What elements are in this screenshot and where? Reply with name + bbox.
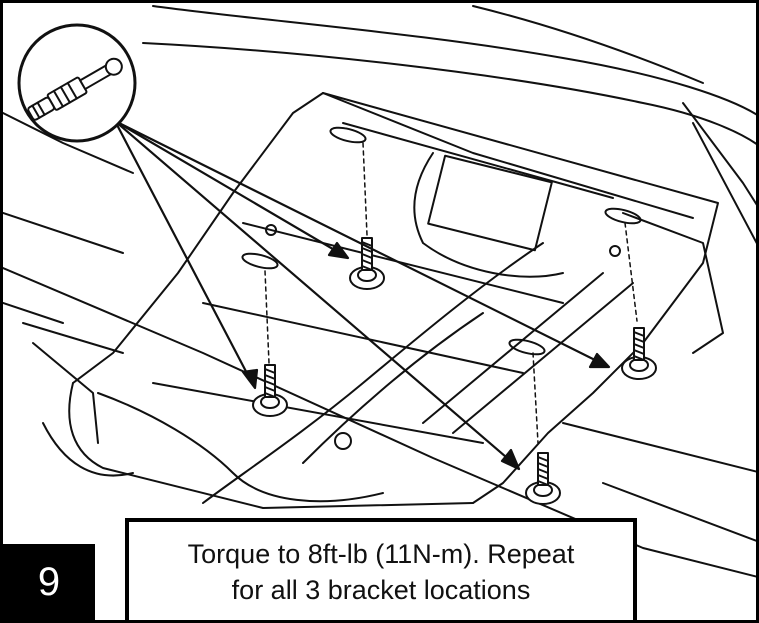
bolt-icon xyxy=(252,364,288,417)
bolt-icon xyxy=(349,237,385,290)
bracket-assembly-illustration xyxy=(3,5,756,578)
caption-line-1: Torque to 8ft-lb (11N-m). Repeat xyxy=(187,539,575,569)
alignment-dashes xyxy=(264,142,638,444)
caption-line-2: for all 3 bracket locations xyxy=(231,575,531,605)
bracket-outline xyxy=(68,92,719,509)
instruction-caption: Torque to 8ft-lb (11N-m). Repeat for all… xyxy=(125,518,637,620)
bolt-icon xyxy=(621,327,657,380)
step-number-badge: 9 xyxy=(3,544,95,620)
callout-arrows xyxy=(113,119,611,471)
torque-wrench-icon xyxy=(27,57,123,121)
torque-wrench-callout xyxy=(17,23,137,143)
bolt-icon xyxy=(525,452,561,505)
bolts xyxy=(252,237,657,505)
vehicle-body-lines xyxy=(3,5,756,578)
